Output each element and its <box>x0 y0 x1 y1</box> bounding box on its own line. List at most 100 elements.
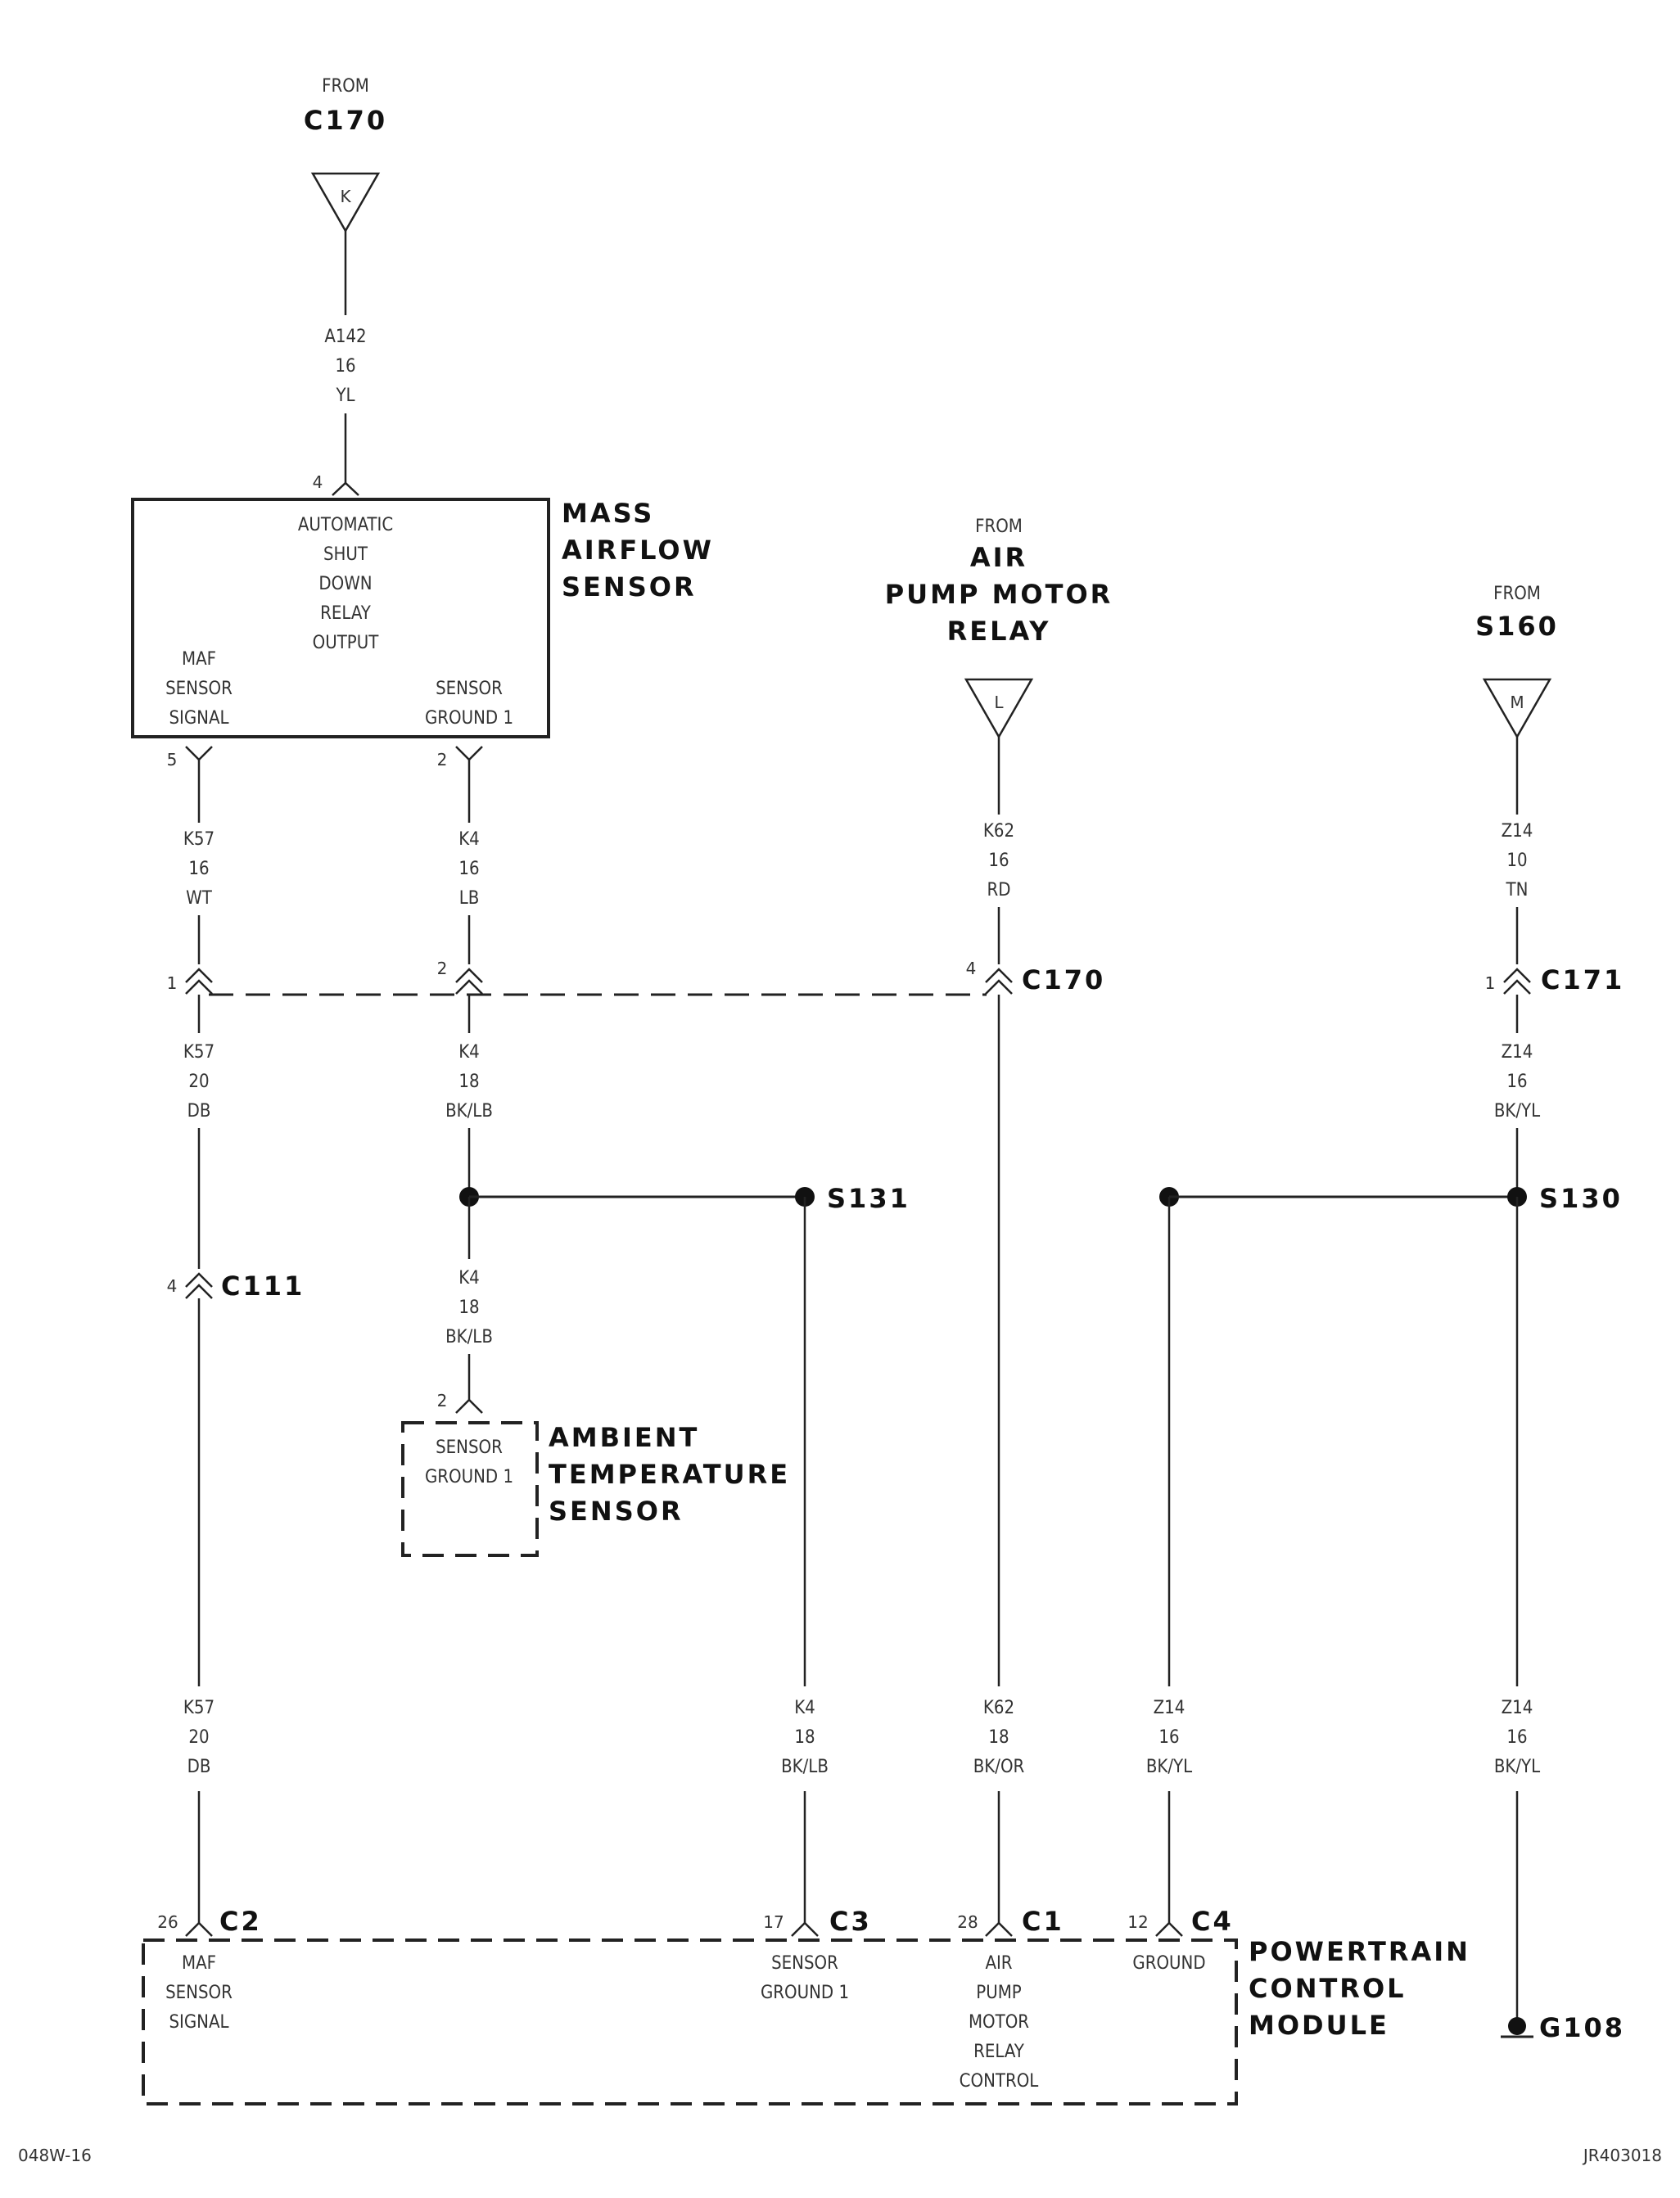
s160-label: S160 <box>1475 611 1559 642</box>
maf-title-line1: MASS <box>562 498 654 529</box>
c170-label: C170 <box>1022 964 1105 995</box>
footer-left-code: 048W-16 <box>18 2146 92 2165</box>
svg-text:18: 18 <box>988 1727 1009 1748</box>
maf-signal-line3: SIGNAL <box>169 708 228 729</box>
pcm-c4-label: C4 <box>1191 1906 1234 1937</box>
maf-internal-line2: SHUT <box>323 544 368 565</box>
wire-z14-16-a-color: BK/YL <box>1494 1101 1540 1122</box>
pcm-title-line2: CONTROL <box>1249 1973 1407 2004</box>
pcm-relay-line3: MOTOR <box>969 2012 1029 2033</box>
pcm-ground: GROUND <box>1132 1953 1205 1974</box>
connector-m-triangle <box>1482 678 1552 739</box>
c171-label: C171 <box>1541 964 1624 995</box>
pcm-c4-pin: 12 <box>1127 1912 1148 1932</box>
maf-pin2: 2 <box>437 750 448 770</box>
wire-k57-16-code: K57 <box>183 829 215 850</box>
wire-k57-16-gauge: 16 <box>188 859 209 879</box>
c170-pin1: 1 <box>167 973 178 993</box>
wire-z14-16-a-gauge: 16 <box>1506 1072 1527 1092</box>
svg-text:BK/OR: BK/OR <box>973 1757 1025 1777</box>
wire-k4-18-b-color: BK/LB <box>445 1327 493 1347</box>
maf-pin4: 4 <box>313 472 323 492</box>
wire-k4-16-gauge: 16 <box>458 859 479 879</box>
svg-text:K57: K57 <box>183 1698 215 1718</box>
lower-wire-label-z14-pcm: Z14 16 BK/YL <box>1136 1693 1202 1791</box>
wire-z14-10-code: Z14 <box>1502 821 1533 842</box>
wire-k57-20-a-color: DB <box>187 1101 211 1122</box>
pcm-c3-label: C3 <box>829 1906 872 1937</box>
pcm-relay-line4: RELAY <box>973 2042 1025 2062</box>
c170-pin2: 2 <box>437 959 448 978</box>
wire-k57-20-a-gauge: 20 <box>188 1072 209 1092</box>
maf-pin2-terminal <box>455 746 483 761</box>
c170-pin2-symbol <box>455 968 483 995</box>
pcm-c3-terminal <box>791 1921 819 1937</box>
connector-l-triangle <box>964 678 1034 739</box>
wire-k4-18-a-gauge: 18 <box>458 1072 479 1092</box>
amb-ground-line2: GROUND 1 <box>425 1467 513 1487</box>
maf-signal-line1: MAF <box>182 649 216 670</box>
connector-k-triangle <box>310 172 381 233</box>
wire-a142-code: A142 <box>324 327 366 347</box>
maf-pin4-terminal <box>332 481 359 496</box>
maf-title-line2: AIRFLOW <box>562 535 714 566</box>
wire-k62-16-color: RD <box>987 880 1011 900</box>
c171-pin1-symbol <box>1503 968 1531 995</box>
svg-text:BK/YL: BK/YL <box>1146 1757 1192 1777</box>
maf-internal-line3: DOWN <box>318 574 372 594</box>
wire-k4-18-b-code: K4 <box>458 1268 480 1289</box>
lower-wire-label-k4: K4 18 BK/LB <box>772 1693 838 1791</box>
c170-pin4: 4 <box>966 959 977 978</box>
wire-z14-10-gauge: 10 <box>1506 851 1527 871</box>
pcm-c4-terminal <box>1155 1921 1183 1937</box>
pcm-c2-terminal <box>185 1921 213 1937</box>
pcm-c1-pin: 28 <box>957 1912 978 1932</box>
wire-k4-18-a-color: BK/LB <box>445 1101 493 1122</box>
svg-text:DB: DB <box>187 1757 211 1777</box>
wire-k62-16-code: K62 <box>983 821 1014 842</box>
connector-l-letter: L <box>994 693 1004 712</box>
s130-label: S130 <box>1539 1183 1623 1214</box>
amb-title-line3: SENSOR <box>549 1496 684 1527</box>
amb-title-line2: TEMPERATURE <box>549 1459 790 1490</box>
g108-label: G108 <box>1539 2012 1625 2043</box>
wire-k57-20-a-code: K57 <box>183 1042 215 1063</box>
connector-m-letter: M <box>1510 693 1524 712</box>
pcm-c2-pin: 26 <box>157 1912 178 1932</box>
pcm-ground1-line1: SENSOR <box>771 1953 838 1974</box>
maf-title-line3: SENSOR <box>562 571 697 603</box>
maf-signal-line2: SENSOR <box>165 679 233 699</box>
c170-top-label: C170 <box>304 105 387 136</box>
svg-text:20: 20 <box>188 1727 209 1748</box>
air-pump-title-line2: PUMP MOTOR <box>885 579 1113 610</box>
air-pump-title-line3: RELAY <box>947 616 1051 647</box>
pcm-c1-label: C1 <box>1022 1906 1064 1937</box>
wire-k62-16-gauge: 16 <box>988 851 1009 871</box>
wire-k4-18-b-gauge: 18 <box>458 1298 479 1318</box>
svg-text:K4: K4 <box>794 1698 815 1718</box>
ambient-sensor-box <box>401 1421 539 1557</box>
wire-k4-16-color: LB <box>459 888 480 909</box>
maf-ground-line1: SENSOR <box>436 679 503 699</box>
lower-wire-label-k57: K57 20 DB <box>174 1693 224 1791</box>
wire-k4-18-a-code: K4 <box>458 1042 480 1063</box>
lower-wire-label-k62: K62 18 BK/OR <box>966 1693 1032 1791</box>
svg-text:16: 16 <box>1158 1727 1179 1748</box>
wire-k57-16-color: WT <box>186 888 213 909</box>
lower-wire-label-z14-g108: Z14 16 BK/YL <box>1484 1693 1550 1791</box>
air-pump-from: FROM <box>975 517 1023 537</box>
from-label: FROM <box>322 76 369 97</box>
amb-pin2-terminal <box>455 1398 483 1414</box>
pcm-relay-line1: AIR <box>985 1953 1012 1974</box>
air-pump-title-line1: AIR <box>970 542 1027 573</box>
svg-text:Z14: Z14 <box>1502 1698 1533 1718</box>
maf-internal-line5: OUTPUT <box>313 633 380 653</box>
c111-pin4: 4 <box>167 1276 178 1296</box>
svg-text:Z14: Z14 <box>1154 1698 1185 1718</box>
svg-text:K62: K62 <box>983 1698 1014 1718</box>
maf-sensor-box <box>131 498 550 738</box>
svg-text:18: 18 <box>794 1727 815 1748</box>
pcm-c2-label: C2 <box>219 1906 262 1937</box>
